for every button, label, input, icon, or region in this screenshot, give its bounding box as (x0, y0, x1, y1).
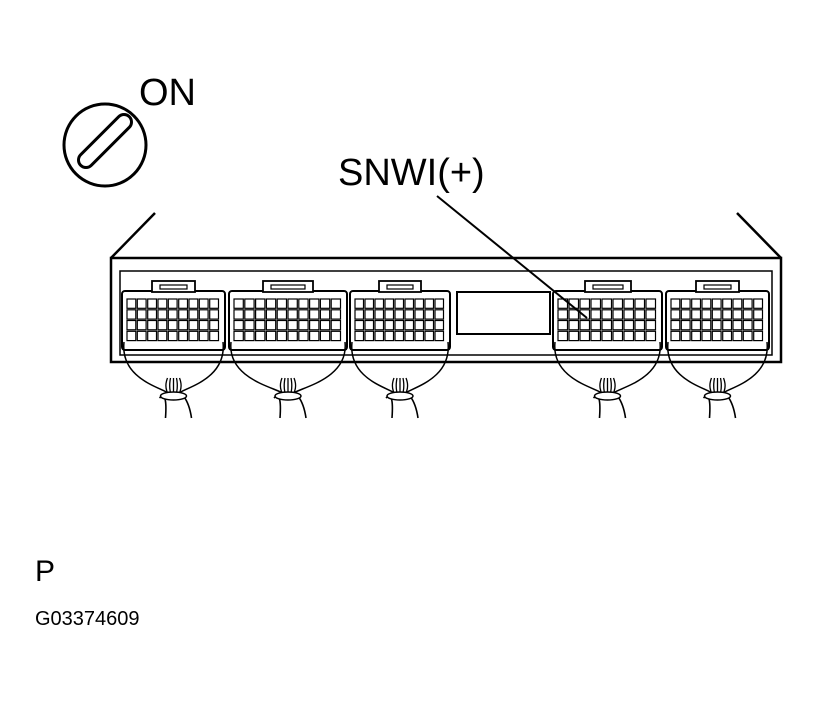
ignition-key-switch-icon (62, 102, 148, 188)
harness-clamp (274, 391, 302, 401)
harness-bundle (297, 395, 307, 419)
harness-clamp (386, 391, 414, 401)
connector-pin-grid (670, 298, 764, 342)
connector-pin-grid (233, 298, 342, 342)
page-mark-label: P (35, 555, 56, 588)
harness-clamp (159, 391, 188, 401)
terminal-snwi-label: SNWI(+) (338, 152, 485, 194)
harness-bundle (616, 395, 627, 419)
harness-clamp (703, 391, 732, 401)
harness-bundle (182, 395, 193, 419)
figure-code-label: G03374609 (35, 608, 140, 630)
callout-leader-line (436, 195, 588, 319)
ecu-connector-4 (552, 280, 663, 419)
connector-pin-grid (354, 298, 445, 342)
harness-bundle (409, 395, 419, 419)
ecu-connector-3 (349, 280, 451, 419)
harness-clamp (593, 391, 622, 401)
ecu-connector-1 (121, 280, 226, 419)
ecu-connector-5 (665, 280, 770, 419)
harness-bundle (726, 395, 737, 419)
connector-pin-grid (126, 298, 220, 342)
ignition-on-label: ON (139, 72, 196, 114)
ecu-connector-2 (228, 280, 348, 419)
connector-pin-grid (557, 298, 657, 342)
connector-group (121, 280, 770, 419)
